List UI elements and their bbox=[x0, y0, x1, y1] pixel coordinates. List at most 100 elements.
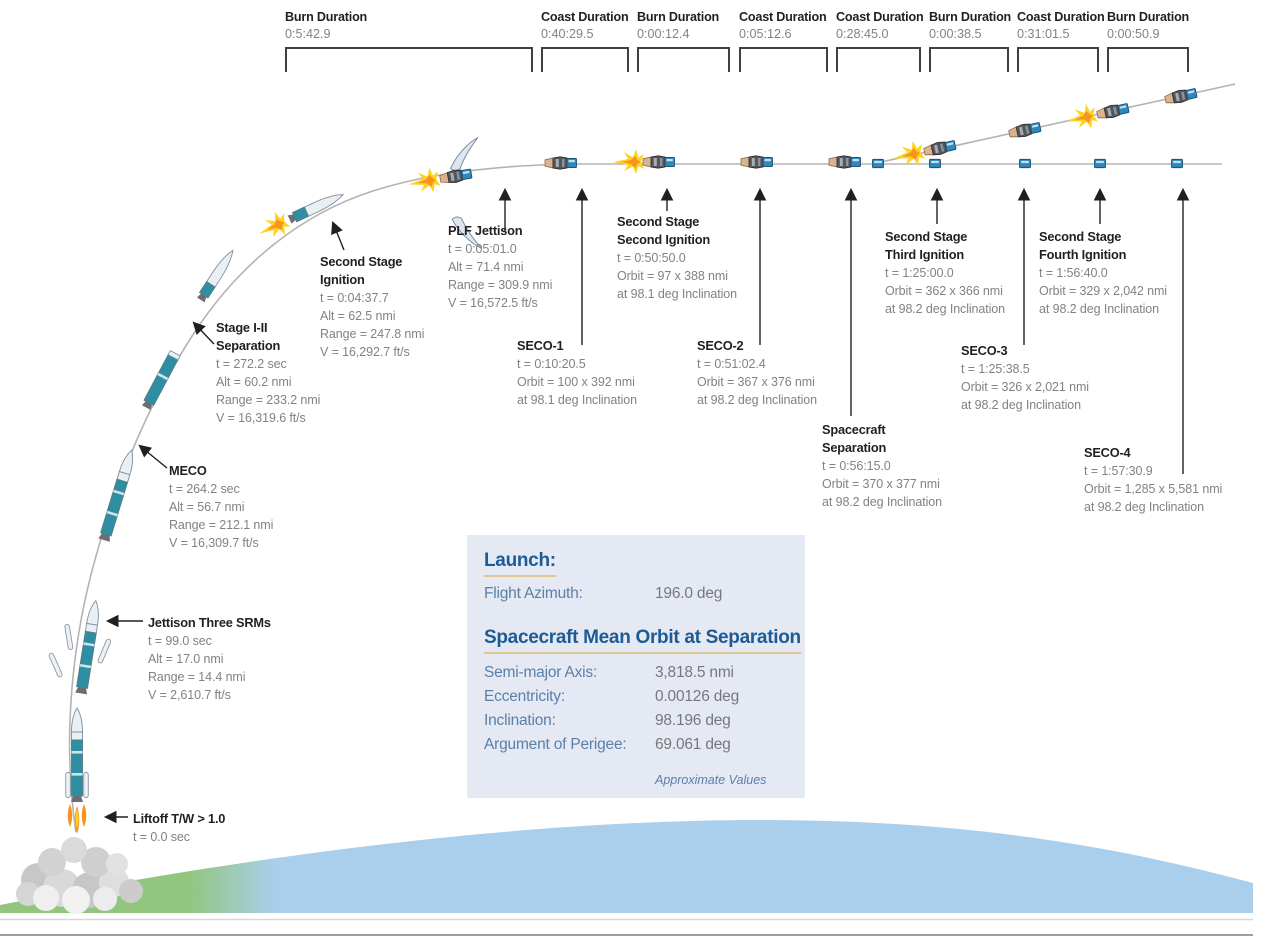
event-line: V = 2,610.7 ft/s bbox=[148, 688, 231, 702]
event-line: Range = 233.2 nmi bbox=[216, 393, 321, 407]
event-line: Alt = 62.5 nmi bbox=[320, 309, 396, 323]
event-title: Separation bbox=[822, 440, 887, 455]
event-line: at 98.2 deg Inclination bbox=[697, 393, 818, 407]
duration-label: Coast Duration bbox=[541, 10, 629, 24]
info-label: Flight Azimuth: bbox=[484, 585, 583, 602]
event-line: Range = 309.9 nmi bbox=[448, 278, 553, 292]
bracket-shape bbox=[739, 47, 828, 72]
duration-label: Burn Duration bbox=[929, 10, 1012, 24]
duration-value: 0:00:38.5 bbox=[929, 27, 982, 41]
event-line: t = 0:56:15.0 bbox=[822, 459, 891, 473]
duration-bracket: Burn Duration 0:00:50.9 bbox=[1107, 10, 1189, 72]
event-title: Spacecraft bbox=[822, 422, 886, 437]
event-line: Orbit = 326 x 2,021 nmi bbox=[961, 380, 1089, 394]
satellite-box-icon bbox=[1171, 158, 1183, 169]
duration-value: 0:5:42.9 bbox=[285, 27, 331, 41]
event-line: Alt = 60.2 nmi bbox=[216, 375, 292, 389]
second-ignition-burn-icon bbox=[613, 149, 675, 174]
duration-label: Burn Duration bbox=[1107, 10, 1190, 24]
event-title: Second Stage bbox=[1039, 229, 1122, 244]
plf-jettison-icon bbox=[406, 166, 473, 197]
event-line: Range = 212.1 nmi bbox=[169, 518, 274, 532]
orbit-heading: Spacecraft Mean Orbit at Separation bbox=[484, 627, 801, 654]
spacecraft-stack-icon bbox=[1007, 120, 1042, 141]
event-line: t = 0:50:50.0 bbox=[617, 251, 686, 265]
event-seco-2: SECO-2 t = 0:51:02.4 Orbit = 367 x 376 n… bbox=[697, 337, 817, 409]
earth-horizon bbox=[0, 820, 1253, 913]
duration-bracket: Burn Duration 0:00:12.4 bbox=[637, 10, 730, 72]
event-plf-jettison: PLF Jettison t = 0:05:01.0 Alt = 71.4 nm… bbox=[448, 222, 552, 312]
event-title: Liftoff T/W > 1.0 bbox=[133, 811, 226, 826]
event-title: PLF Jettison bbox=[448, 223, 523, 238]
event-title: SECO-2 bbox=[697, 338, 744, 353]
second-stage-ignition-icon bbox=[253, 189, 346, 245]
bracket-shape bbox=[836, 47, 921, 72]
info-label: Argument of Perigee: bbox=[484, 736, 627, 753]
pointer-arrows bbox=[103, 187, 1190, 824]
bracket-shape bbox=[929, 47, 1009, 72]
event-line: at 98.2 deg Inclination bbox=[1084, 500, 1205, 514]
event-line: Alt = 17.0 nmi bbox=[148, 652, 224, 666]
srm-booster-icon bbox=[96, 638, 112, 665]
event-line: Orbit = 362 x 366 nmi bbox=[885, 284, 1003, 298]
duration-label: Coast Duration bbox=[1017, 10, 1105, 24]
event-line: t = 0:05:01.0 bbox=[448, 242, 517, 256]
event-seco-3: SECO-3 t = 1:25:38.5 Orbit = 326 x 2,021… bbox=[961, 342, 1089, 414]
satellite-box-icon bbox=[1019, 158, 1031, 169]
event-line: t = 0.0 sec bbox=[133, 830, 190, 844]
event-line: t = 1:57:30.9 bbox=[1084, 464, 1153, 478]
duration-value: 0:00:12.4 bbox=[637, 27, 690, 41]
event-title: Second Stage bbox=[885, 229, 968, 244]
launch-heading: Launch: bbox=[484, 550, 556, 577]
burn-flame-icon bbox=[1063, 102, 1100, 134]
bracket-shape bbox=[1017, 47, 1099, 72]
event-line: t = 99.0 sec bbox=[148, 634, 212, 648]
event-spacecraft-separation: Spacecraft Separation t = 0:56:15.0 Orbi… bbox=[822, 421, 942, 511]
duration-bracket: Coast Duration 0:28:45.0 bbox=[836, 10, 924, 72]
event-line: t = 0:51:02.4 bbox=[697, 357, 766, 371]
duration-bracket: Coast Duration 0:05:12.6 bbox=[739, 10, 828, 72]
event-line: at 98.2 deg Inclination bbox=[961, 398, 1082, 412]
event-line: V = 16,292.7 ft/s bbox=[320, 345, 410, 359]
event-title: SECO-3 bbox=[961, 343, 1008, 358]
event-line: Range = 247.8 nmi bbox=[320, 327, 425, 341]
event-title: Stage I-II bbox=[216, 320, 268, 335]
event-title: Separation bbox=[216, 338, 281, 353]
fairing-half-icon bbox=[443, 136, 487, 173]
srm-booster-icon bbox=[64, 623, 74, 651]
info-row: Inclination: 98.196 deg bbox=[484, 709, 791, 733]
bracket-shape bbox=[285, 47, 533, 72]
event-title: MECO bbox=[169, 463, 207, 478]
spacecraft-stack-icon bbox=[544, 156, 577, 170]
event-line: t = 0:04:37.7 bbox=[320, 291, 389, 305]
launch-info-box: Launch: Flight Azimuth: 196.0 deg Spacec… bbox=[467, 535, 805, 798]
duration-bracket: Burn Duration 0:5:42.9 bbox=[285, 10, 533, 72]
event-line: Orbit = 367 x 376 nmi bbox=[697, 375, 815, 389]
event-title: Second Ignition bbox=[617, 232, 710, 247]
duration-value: 0:40:29.5 bbox=[541, 27, 594, 41]
event-line: at 98.1 deg Inclination bbox=[617, 287, 738, 301]
duration-label: Coast Duration bbox=[836, 10, 924, 24]
info-value: 69.061 deg bbox=[655, 736, 731, 753]
event-line: at 98.2 deg Inclination bbox=[885, 302, 1006, 316]
satellite-box-icon bbox=[872, 158, 884, 169]
event-line: t = 0:10:20.5 bbox=[517, 357, 586, 371]
event-line: Orbit = 97 x 388 nmi bbox=[617, 269, 728, 283]
event-title: SECO-4 bbox=[1084, 445, 1131, 460]
duration-label: Coast Duration bbox=[739, 10, 827, 24]
event-line: t = 272.2 sec bbox=[216, 357, 287, 371]
satellite-box-icon bbox=[1094, 158, 1106, 169]
event-line: Alt = 56.7 nmi bbox=[169, 500, 245, 514]
event-line: V = 16,319.6 ft/s bbox=[216, 411, 306, 425]
rocket-ascent-icon bbox=[47, 599, 112, 695]
event-second-stage-fourth-ignition: Second Stage Fourth Ignition t = 1:56:40… bbox=[1039, 228, 1167, 318]
bracket-shape bbox=[637, 47, 730, 72]
event-seco-1: SECO-1 t = 0:10:20.5 Orbit = 100 x 392 n… bbox=[517, 337, 637, 409]
bracket-shape bbox=[1107, 47, 1189, 72]
burn-flame-icon bbox=[253, 208, 293, 245]
srm-booster-icon bbox=[47, 652, 64, 679]
event-meco: MECO t = 264.2 sec Alt = 56.7 nmi Range … bbox=[169, 462, 273, 552]
rocket-liftoff-icon bbox=[65, 707, 89, 834]
duration-value: 0:28:45.0 bbox=[836, 27, 889, 41]
